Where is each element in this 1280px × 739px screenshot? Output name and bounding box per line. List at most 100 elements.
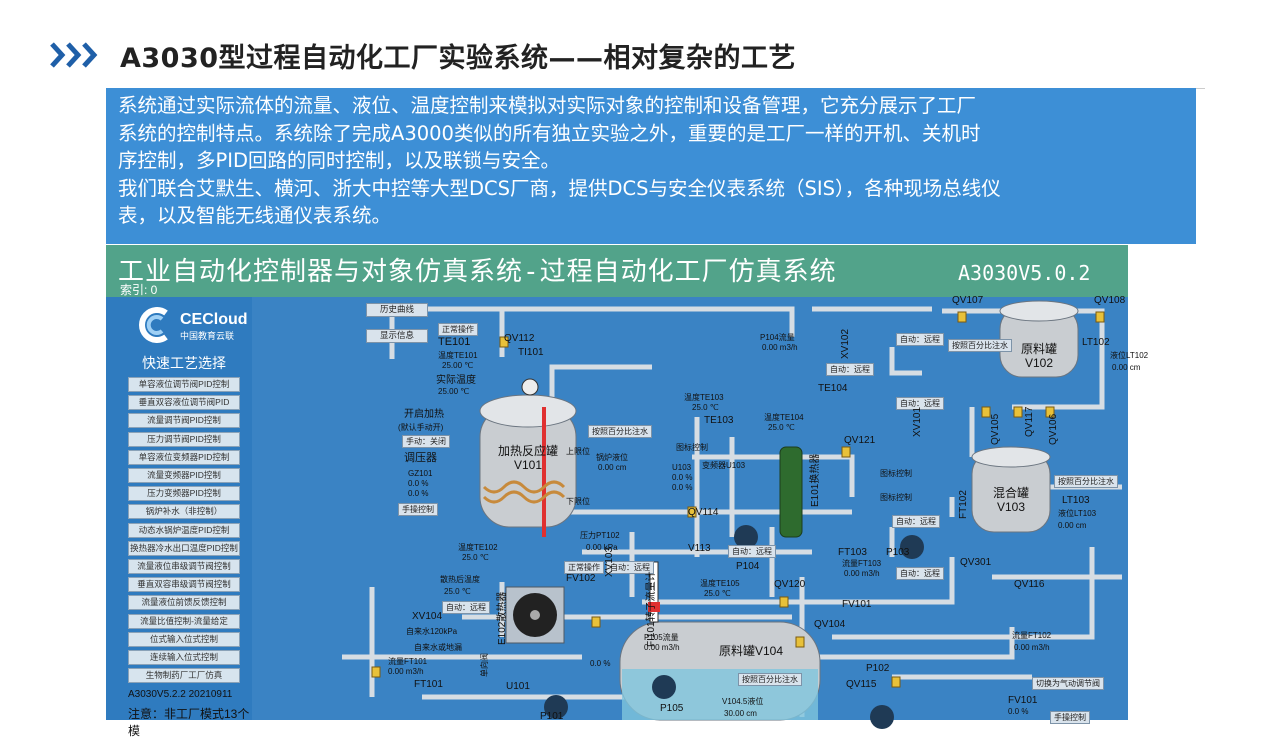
ti101-label: TI101 [518,347,544,358]
p101-label: P101 [540,711,564,722]
process-selection-panel: CECloud 中国教育云联 快速工艺选择 单容液位调节阀PID控制垂直双容液位… [106,297,252,738]
reactor-label: 加热反应罐 [497,444,558,458]
gz101-value-1: 0.0 % [408,479,429,488]
te101-value: 25.00 ℃ [442,361,474,370]
panel-note: 注意：非工厂模式13个模 [128,707,250,738]
set-ratio-button-2[interactable]: 按照百分比注水 [738,673,802,686]
u103-value-2: 0.0 % [672,483,693,492]
ft103-label: FT103 [838,547,867,558]
auto-remote-button-4[interactable]: 自动：远程 [728,545,776,558]
xv103-label: XV103 [604,546,615,577]
manual-off-button[interactable]: 手动：关闭 [402,435,450,448]
start-heat-sub: (默认手动开) [398,423,444,432]
process-button[interactable]: 流量液位串级调节阀控制 [128,559,240,574]
te101-temp-label: 温度TE101 [438,351,478,360]
ft101-flow-label: 流量FT101 [388,657,428,666]
scada-index: 索引: 0 [120,283,158,297]
heat-diss-value: 25.0 ℃ [444,587,471,596]
p104-flow-label: P104流量 [760,333,795,342]
process-button[interactable]: 垂直双容串级调节阀控制 [128,577,240,593]
panel-heading: 快速工艺选择 [142,355,226,371]
fv102-label: FV102 [566,573,596,584]
pt102-label: 压力PT102 [580,531,620,540]
qv117-label: QV117 [1024,406,1035,437]
auto-remote-button-3[interactable]: 自动：远程 [826,363,874,376]
u103-label: U103 [672,463,692,472]
lt103-value: 0.00 cm [1058,521,1087,530]
switch-pneumatic-button[interactable]: 切换为气动调节阀 [1032,677,1104,690]
te104-temp-label: 温度TE104 [764,413,804,422]
process-button[interactable]: 单容液位变频器PID控制 [128,449,240,465]
actual-temp-value: 25.00 ℃ [438,387,470,396]
ft103-flow-label: 流量FT103 [842,559,882,568]
te104-value: 25.0 ℃ [768,423,795,432]
description-line: 系统的控制特点。系统除了完成A3000类似的所有独立实验之外，重要的是工厂一样的… [118,121,981,145]
process-button[interactable]: 垂直双容液位调节阀PID [128,395,240,411]
scada-header: 工业自动化控制器与对象仿真系统-过程自动化工厂仿真系统 A3030V5.0.2 … [106,245,1128,297]
v102-label: 原料罐 [1020,342,1057,356]
auto-remote-button-6[interactable]: 自动：远程 [896,397,944,410]
p105-flow-value: 0.00 m3/h [644,643,680,652]
process-button[interactable]: 压力调节阀PID控制 [128,431,240,447]
te102-value: 25.0 ℃ [462,553,489,562]
ft102-label: FT102 [958,490,969,519]
u101-label: U101 [506,681,530,692]
auto-remote-button-2[interactable]: 自动：远程 [442,601,490,614]
v104-level-value: 30.00 cm [724,709,757,718]
te103-value: 25.0 ℃ [692,403,719,412]
set-ratio-button[interactable]: 按照百分比注水 [588,425,652,438]
self-water-label: 自来水120kPa [406,627,458,636]
description-line: 表，以及智能无线通仪表系统。 [118,204,392,227]
process-button[interactable]: 生物制药厂工厂仿真 [128,668,240,684]
set-ratio-button-3[interactable]: 按照百分比注水 [948,339,1012,352]
freq-u103-label: 变频器U103 [702,461,746,470]
manual-control-button[interactable]: 手操控制 [398,503,438,516]
process-button[interactable]: 压力变频器PID控制 [128,486,240,502]
history-curve-button[interactable]: 历史曲线 [366,303,428,317]
process-button[interactable]: 位式输入位式控制 [128,631,240,647]
process-button[interactable]: 流量液位前馈反馈控制 [128,595,240,611]
process-button[interactable]: 流量调节阀PID控制 [128,413,240,429]
qv105-label: QV105 [990,413,1001,445]
process-button[interactable]: 流量变频器PID控制 [128,468,240,483]
v102-id: V102 [1024,356,1054,370]
cecloud-logo-icon [139,307,168,343]
auto-remote-button-5[interactable]: 自动：远程 [896,333,944,346]
normal-op-button-2[interactable]: 正常操作 [564,561,604,574]
auto-remote-button-7[interactable]: 自动：远程 [892,515,940,528]
lt102-value: 0.00 cm [1112,363,1141,372]
v104-level-label: V104.5液位 [722,697,764,706]
normal-op-button[interactable]: 正常操作 [438,323,478,336]
process-button[interactable]: 流量比值控制-流量给定 [128,613,240,629]
auto-remote-button-8[interactable]: 自动：远程 [896,567,944,580]
ft102-value: 0.00 m3/h [1014,643,1050,652]
v104-label: 原料罐V104 [718,644,784,658]
actual-temp-label: 实际温度 [436,375,476,386]
u101-value: 0.0 % [590,659,611,668]
set-ratio-button-4[interactable]: 按照百分比注水 [1054,475,1118,488]
lt102-label: LT102 [1082,337,1110,348]
qv116-label: QV116 [1014,579,1045,590]
manual-op-button[interactable]: 手操控制 [1050,711,1090,724]
v103-label: 混合罐 [992,486,1029,500]
fv101-label: FV101 [842,599,872,610]
heat-diss-label: 散热后温度 [440,575,480,584]
regulator-label: 调压器 [404,452,437,464]
process-button[interactable]: 单容液位调节阀PID控制 [128,377,240,392]
single-dir-valve-label: 单向阀 [480,653,489,677]
qv114-label: QV114 [688,507,719,518]
auto-remote-button[interactable]: 自动：远程 [606,561,654,574]
process-button[interactable]: 动态水锅炉温度PID控制 [128,522,240,538]
process-button[interactable]: 换热器冷水出口温度PID控制 [128,540,240,556]
p103-label: P103 [886,547,910,558]
page-title: A3030型过程自动化工厂实验系统——相对复杂的工艺 [120,43,797,74]
display-info-button[interactable]: 显示信息 [366,329,428,343]
process-button[interactable]: 连续输入位式控制 [128,650,240,665]
pipe-network [342,300,1122,729]
e102-label: E102散热器 [497,591,508,645]
chevron-right-icon [50,42,98,68]
qv107-label: QV107 [952,295,984,306]
panel-version: A3030V5.2.2 20210911 [128,689,233,700]
lt103-level-label: 液位LT103 [1058,509,1097,518]
process-button[interactable]: 锅炉补水（非控制） [128,504,240,520]
